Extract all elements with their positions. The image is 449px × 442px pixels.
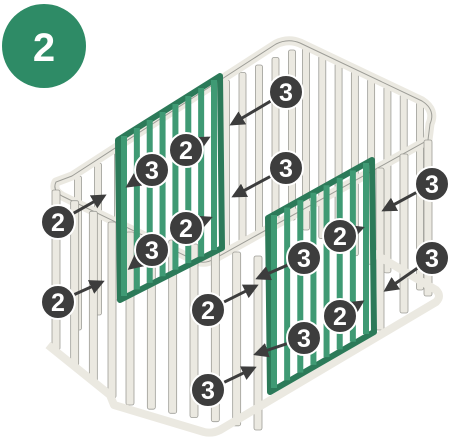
left-bar [89, 211, 97, 382]
callout-label: 3 [201, 377, 215, 405]
callout-label: 3 [145, 157, 159, 185]
callout-label: 3 [425, 245, 439, 273]
front-green-panel-bar [324, 185, 330, 357]
callout-arrow [232, 101, 271, 124]
callout-label: 3 [425, 171, 439, 199]
callout-label: 2 [179, 215, 193, 243]
callout-label: 3 [297, 325, 311, 353]
front-green-panel-bar [271, 215, 277, 388]
back-bar [256, 65, 263, 235]
callout-label: 3 [279, 155, 293, 183]
callout: 2 [323, 299, 362, 333]
callout-arrow [355, 302, 362, 306]
callout: 2 [191, 286, 256, 327]
callout-label: 2 [51, 289, 65, 317]
callout-label: 2 [333, 223, 347, 251]
callout-label: 2 [51, 209, 65, 237]
callout-label: 2 [179, 137, 193, 165]
front-bar [400, 154, 408, 313]
front-bar [376, 168, 384, 330]
front-bar [126, 232, 134, 405]
callout-label: 2 [201, 297, 215, 325]
back-green-panel-bar [172, 104, 178, 270]
step-number: 2 [33, 26, 55, 70]
left-bar [108, 222, 116, 398]
front-green-panel-bar [363, 163, 369, 334]
callout-label: 3 [145, 237, 159, 265]
callout-label: 3 [297, 245, 311, 273]
right-bar [384, 87, 391, 273]
callout: 3 [191, 368, 254, 407]
back-bar [239, 73, 246, 243]
callout-label: 2 [333, 303, 347, 331]
front-bar [233, 252, 241, 426]
back-green-panel-bar [211, 80, 217, 250]
callout-arrow [357, 228, 362, 230]
back-green-panel-bar [121, 136, 127, 296]
callout-label: 3 [279, 79, 293, 107]
front-green-panel-bar [284, 208, 290, 381]
step-badge: 2 [2, 4, 86, 88]
